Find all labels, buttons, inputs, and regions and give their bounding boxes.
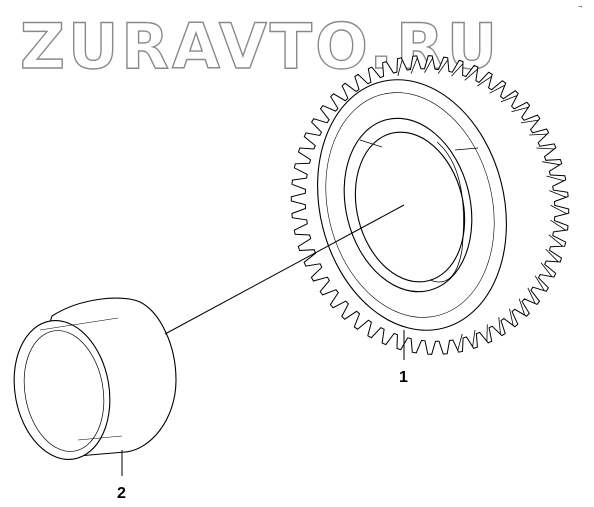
gear-helix-line [529, 133, 548, 136]
leader-line-1-to-2 [164, 204, 405, 335]
gear-helix-line [540, 262, 553, 277]
gear-teeth [290, 55, 570, 355]
bushing-seam-2 [77, 435, 123, 441]
bushing-inner-bore [23, 330, 105, 452]
bushing-drawing [13, 297, 177, 460]
gear-drawing [290, 55, 570, 355]
gear-helix-line [545, 248, 559, 263]
gear-helix-line [477, 75, 492, 87]
gear-helix-line [548, 234, 563, 247]
gear-helix-line [498, 317, 501, 335]
gear-helix-line [500, 95, 518, 103]
gear-helix-line [550, 205, 567, 215]
gear-helix-line [546, 175, 565, 182]
gear-tooth-profile [290, 55, 570, 355]
gear-face-rim [317, 79, 507, 331]
gear-helix-line [536, 147, 555, 150]
gear-helix-line [509, 308, 514, 326]
callout-1: 1 [399, 369, 408, 386]
gear-helix-line [542, 161, 560, 166]
gear-helix-line [437, 59, 449, 74]
corner-mark: ¬ [578, 3, 582, 11]
gear-helix-line [520, 119, 539, 124]
gear-helix-line [549, 190, 567, 198]
bushing-seam [39, 317, 119, 331]
gear-hub-outer [343, 117, 473, 293]
gear-helix-line [410, 57, 418, 74]
watermark-text: ZURAVTO.RU [20, 10, 500, 83]
gear-bore-depth [429, 141, 464, 283]
gear-helix-line [534, 275, 545, 291]
gear-helix-line [489, 84, 506, 94]
gear-helix-line [424, 57, 434, 73]
gear-helix-line [472, 329, 476, 347]
gear-helix-line [527, 287, 536, 304]
gear-hub-step [359, 139, 383, 148]
gear-helix-line [518, 298, 526, 316]
gear-helix-line [451, 63, 464, 77]
gear-hub-step-2 [454, 147, 479, 151]
gear-face-groove [325, 92, 495, 318]
gear-helix-line [464, 68, 478, 81]
callout-2: 2 [117, 485, 126, 502]
gear-helix-line [397, 59, 403, 77]
gear-helix-line [457, 333, 463, 351]
gear-helical-lines [397, 57, 567, 351]
gear-helix-line [550, 219, 566, 231]
gear-helix-line [511, 106, 529, 113]
